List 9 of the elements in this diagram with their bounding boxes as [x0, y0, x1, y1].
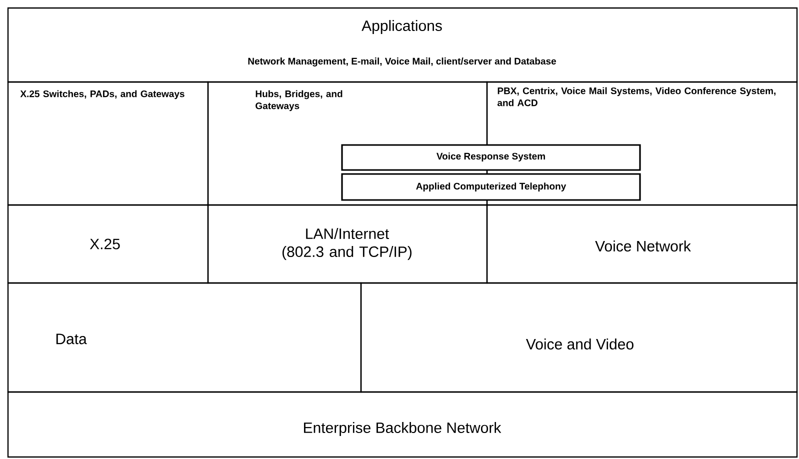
layer-box: X.25	[7, 204, 209, 284]
layer-box: X.25 Switches, PADs, and Gateways	[7, 81, 209, 206]
system-box: Applied Computerized Telephony	[341, 173, 641, 201]
layer-box: Enterprise Backbone Network	[7, 391, 798, 458]
system-box: Voice Response System	[341, 144, 641, 171]
layer-box: LAN/Internet (802.3 and TCP/IP)	[207, 204, 488, 284]
layer-box: Data	[7, 282, 362, 393]
layer-box: Voice and Video	[360, 282, 798, 393]
layer-box: Voice Network	[486, 204, 798, 284]
